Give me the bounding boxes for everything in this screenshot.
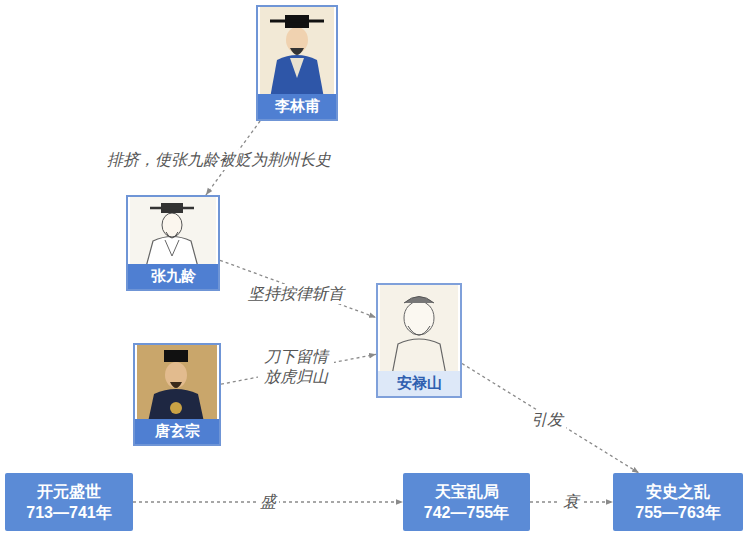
portrait-area: [128, 197, 218, 264]
edge-label: 盛: [257, 492, 279, 512]
portrait-box: 李林甫: [256, 5, 338, 121]
portrait-tang-xuanzong: [137, 345, 217, 422]
edge-label: 衰: [560, 492, 582, 512]
connector-arrow: [220, 260, 376, 317]
connector-arrow: [462, 364, 639, 474]
portrait-an-lushan: [380, 285, 458, 375]
portrait-area: [258, 7, 336, 94]
node-years: 755—763年: [635, 502, 720, 523]
node-years: 742—755年: [424, 502, 509, 523]
node-years: 713—741年: [26, 502, 111, 523]
edge-label: 引发: [528, 410, 566, 430]
period-box: 安史之乱755—763年: [613, 473, 743, 531]
period-box: 开元盛世713—741年: [5, 473, 133, 531]
node-title: 开元盛世: [37, 481, 101, 502]
edge-label: 刀下留情 放虎归山: [258, 347, 334, 387]
portrait-box: 张九龄: [126, 195, 220, 291]
portrait-box: 唐玄宗: [133, 343, 221, 446]
portrait-area: [378, 285, 460, 371]
node-title: 安禄山: [378, 371, 460, 396]
node-title: 唐玄宗: [135, 419, 219, 444]
node-title: 张九龄: [128, 264, 218, 289]
node-title: 安史之乱: [646, 481, 710, 502]
edge-label: 坚持按律斩首: [245, 284, 347, 304]
portrait-box: 安禄山: [376, 283, 462, 398]
edge-label: 排挤，使张九龄被贬为荆州长史: [104, 150, 334, 170]
period-box: 天宝乱局742—755年: [403, 473, 530, 531]
portrait-zhang-jiuling: [130, 197, 216, 267]
portrait-area: [135, 345, 219, 419]
portrait-li-linfu: [260, 7, 334, 98]
node-title: 天宝乱局: [435, 481, 499, 502]
node-title: 李林甫: [258, 94, 336, 119]
